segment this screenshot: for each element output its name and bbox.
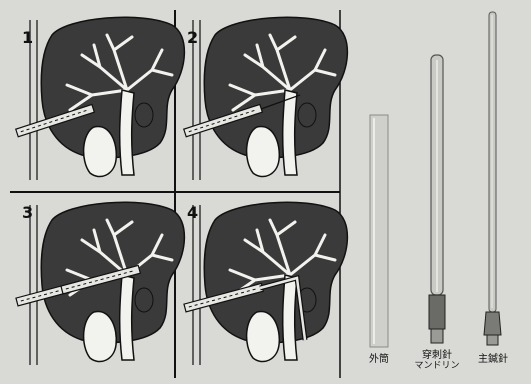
main-needle-label: 主鍼針 bbox=[468, 354, 518, 365]
panel-3-number: 3 bbox=[22, 205, 33, 221]
puncture-needle-illustration bbox=[429, 55, 445, 343]
main-needle-illustration bbox=[484, 12, 501, 345]
puncture-needle-label-text: 穿刺針 bbox=[412, 350, 462, 361]
puncture-needle-sublabel-text: マンドリン bbox=[412, 361, 462, 372]
outer-cannula-illustration bbox=[370, 115, 388, 347]
panel-3-illustration bbox=[16, 202, 184, 365]
outer-cannula-label: 外筒 bbox=[359, 354, 399, 365]
outer-cannula-label-text: 外筒 bbox=[369, 354, 389, 365]
panel-1-illustration bbox=[16, 17, 185, 180]
puncture-needle-label: 穿刺針 マンドリン bbox=[412, 350, 462, 372]
panel-2-number: 2 bbox=[187, 30, 198, 46]
panel-4-number: 4 bbox=[187, 205, 198, 221]
main-needle-label-text: 主鍼針 bbox=[478, 354, 508, 365]
panel-1-number: 1 bbox=[22, 30, 33, 46]
panel-2-illustration bbox=[184, 17, 348, 180]
panel-4-illustration bbox=[184, 202, 347, 365]
